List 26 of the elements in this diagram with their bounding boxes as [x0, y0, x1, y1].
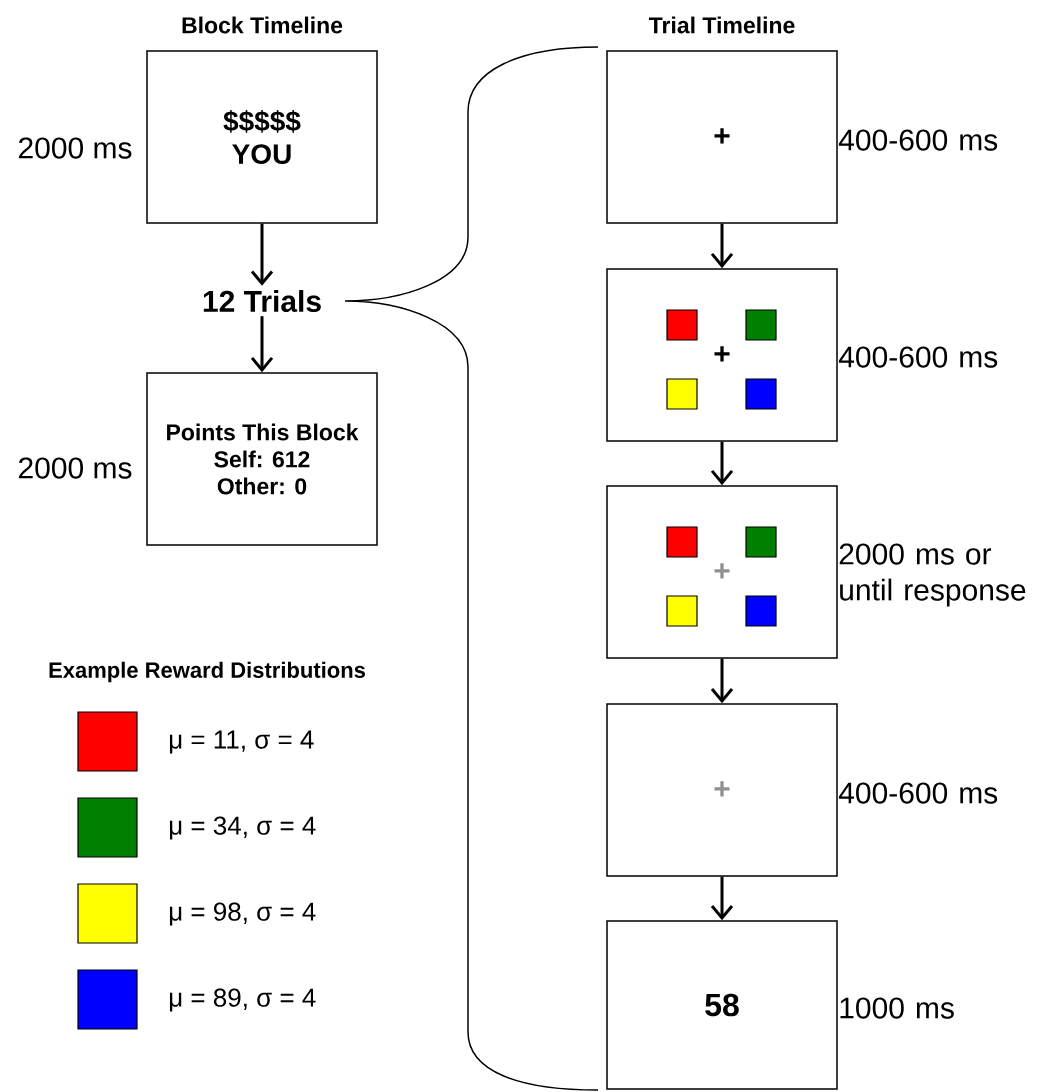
arrow	[710, 223, 734, 269]
duration-label: 400-600 ms	[838, 346, 998, 368]
trial-count-text: 12 Trials	[203, 290, 321, 313]
duration-label: 2000 ms or until response	[839, 543, 1026, 607]
arrow	[250, 316, 274, 373]
duration-label: 2000 ms	[18, 137, 132, 159]
arrow	[710, 441, 734, 486]
duration-label: 2000 ms	[18, 457, 132, 479]
duration-label: 400-600 ms	[838, 129, 998, 151]
screen-box: $$$$$ YOU	[146, 50, 378, 224]
arrow	[250, 223, 274, 286]
screen-box: +	[606, 703, 838, 877]
heading: Example Reward Distributions	[49, 661, 365, 683]
duration-label: 400-600 ms	[838, 782, 998, 804]
arrow	[710, 658, 734, 704]
legend-label: μ = 89, σ = 4	[169, 988, 316, 1012]
legend-label: μ = 98, σ = 4	[169, 902, 316, 926]
duration-label: 1000 ms	[840, 997, 954, 1019]
screen-box: +	[606, 485, 838, 659]
screen-box: +	[606, 268, 838, 442]
screen-box: Points This Block Self: 612 Other: 0	[146, 372, 378, 546]
legend-label: μ = 34, σ = 4	[169, 816, 316, 840]
arrow	[710, 876, 734, 921]
legend-label: μ = 11, σ = 4	[169, 730, 314, 754]
screen-box: +	[606, 50, 838, 224]
screen-box: 58	[606, 920, 838, 1090]
